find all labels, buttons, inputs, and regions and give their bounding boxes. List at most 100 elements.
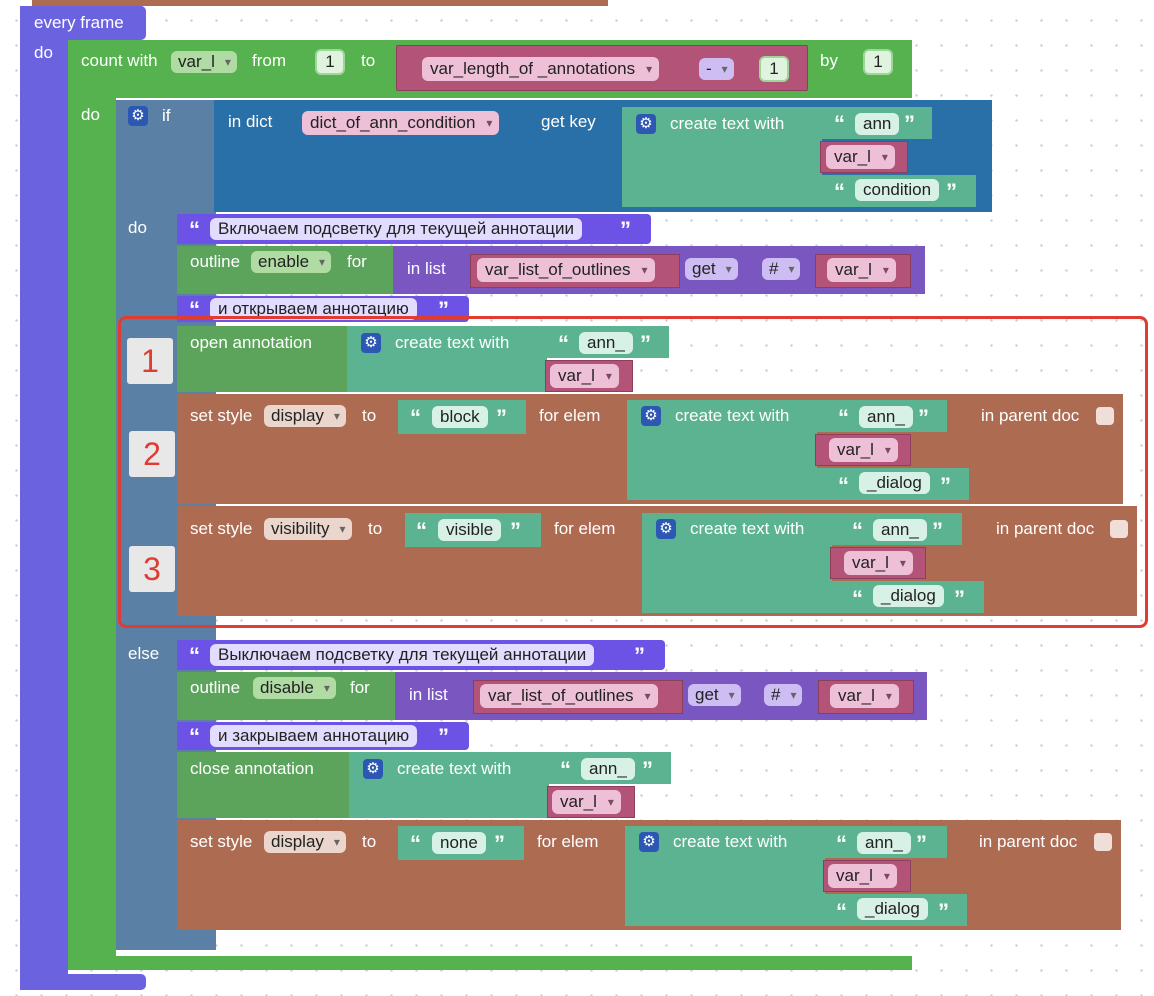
in-parent-doc-checkbox[interactable] (1096, 407, 1114, 425)
open-quote-icon: “ (189, 297, 200, 322)
string-condition[interactable]: condition (855, 179, 940, 201)
to-label: to (362, 406, 377, 425)
for-elem-label: for elem (539, 406, 601, 425)
close-quote-icon: ” (642, 757, 653, 782)
by-label: by (820, 51, 838, 70)
create-text-gear-icon[interactable]: ⚙ (656, 519, 676, 539)
open-quote-icon: “ (852, 586, 863, 611)
create-text-gear-icon[interactable]: ⚙ (636, 114, 656, 134)
list-var-dropdown[interactable]: var_list_of_outlines (477, 258, 655, 282)
string-visible[interactable]: visible (438, 519, 502, 541)
string-ann[interactable]: ann_ (873, 519, 927, 541)
in-parent-doc-label: in parent doc (981, 406, 1080, 425)
create-text-label: create text with (675, 406, 790, 425)
loop-var-dropdown[interactable]: var_l (171, 51, 237, 73)
create-text-label: create text with (397, 759, 512, 778)
open-quote-icon: “ (560, 757, 571, 782)
close-var-dropdown[interactable]: var_l (552, 790, 621, 814)
set-style-label: set style (190, 406, 253, 425)
event-do-label: do (34, 43, 53, 62)
every-frame-bottom (20, 974, 146, 990)
open-quote-icon: “ (189, 217, 200, 242)
dict-var-dropdown[interactable]: dict_of_ann_condition (302, 111, 500, 135)
string-none[interactable]: none (432, 832, 486, 854)
open-quote-icon: “ (852, 518, 863, 543)
key-var-dropdown[interactable]: var_l (826, 145, 895, 169)
open-quote-icon: “ (836, 831, 847, 856)
close-quote-icon: ” (494, 831, 505, 856)
string-ann[interactable]: ann_ (857, 832, 911, 854)
string-dialog[interactable]: _dialog (859, 472, 930, 494)
index-hash-dropdown[interactable]: # (762, 258, 801, 280)
comment-text-open[interactable]: и открываем аннотацию (210, 298, 417, 320)
open-quote-icon: “ (834, 111, 845, 136)
comment-text-enable[interactable]: Включаем подсветку для текущей аннотации (210, 218, 583, 240)
string-ann[interactable]: ann (855, 113, 900, 135)
highlight-frame (118, 316, 1148, 628)
style-display-dropdown[interactable]: display (264, 831, 346, 853)
string-dialog[interactable]: _dialog (873, 585, 944, 607)
style-display-dropdown[interactable]: display (264, 405, 346, 427)
create-text-gear-icon[interactable]: ⚙ (641, 406, 661, 426)
for-elem-label: for elem (554, 519, 616, 538)
open-var-dropdown[interactable]: var_l (550, 364, 619, 388)
in-parent-doc-checkbox[interactable] (1094, 833, 1112, 851)
comment-text-disable[interactable]: Выключаем подсветку для текущей аннотаци… (210, 644, 595, 666)
outline-enable-dropdown[interactable]: enable (251, 251, 332, 273)
create-text-label: create text with (673, 832, 788, 851)
open-quote-icon: “ (416, 518, 427, 543)
close-quote-icon: ” (634, 643, 645, 668)
count-with-spine (68, 40, 116, 970)
close-quote-icon: ” (904, 111, 915, 136)
display-var-dropdown[interactable]: var_l (829, 438, 898, 462)
open-quote-icon: “ (410, 405, 421, 430)
by-number[interactable]: 1 (863, 49, 893, 75)
every-frame-label: every frame (34, 13, 124, 32)
comment-text-close[interactable]: и закрываем аннотацию (210, 725, 418, 747)
every-frame-spine (20, 6, 68, 990)
create-text-gear-icon[interactable]: ⚙ (361, 333, 381, 353)
index-hash-dropdown[interactable]: # (764, 684, 803, 706)
string-ann[interactable]: ann_ (581, 758, 635, 780)
get-key-label: get key (541, 112, 596, 131)
close-quote-icon: ” (954, 586, 965, 611)
from-number[interactable]: 1 (315, 49, 345, 75)
from-label: from (252, 51, 286, 70)
close-annotation-block[interactable] (177, 752, 351, 818)
string-ann[interactable]: ann_ (859, 406, 913, 428)
to-label: to (361, 51, 376, 70)
get-dropdown[interactable]: get (688, 684, 741, 706)
style-visibility-dropdown[interactable]: visibility (264, 518, 352, 540)
visibility-var-dropdown[interactable]: var_l (844, 551, 913, 575)
index-var-dropdown[interactable]: var_l (827, 258, 896, 282)
none-var-dropdown[interactable]: var_l (828, 864, 897, 888)
minus-number[interactable]: 1 (759, 56, 789, 82)
in-parent-doc-checkbox[interactable] (1110, 520, 1128, 538)
string-ann[interactable]: ann_ (579, 332, 633, 354)
index-var-dropdown[interactable]: var_l (830, 684, 899, 708)
open-annotation-block[interactable] (177, 326, 349, 392)
length-var-dropdown[interactable]: var_length_of _annotations (422, 57, 660, 81)
step-marker-2: 2 (129, 431, 175, 477)
in-dict-label: in dict (228, 112, 273, 131)
open-quote-icon: “ (410, 831, 421, 856)
previous-block-stub (32, 0, 608, 6)
create-text-gear-icon[interactable]: ⚙ (363, 759, 383, 779)
string-block[interactable]: block (432, 406, 488, 428)
get-dropdown[interactable]: get (685, 258, 738, 280)
close-quote-icon: ” (940, 473, 951, 498)
outline-disable-dropdown[interactable]: disable (253, 677, 336, 699)
close-quote-icon: ” (438, 724, 449, 749)
close-quote-icon: ” (620, 217, 631, 242)
close-quote-icon: ” (640, 331, 651, 356)
set-style-label: set style (190, 832, 253, 851)
create-text-gear-icon[interactable]: ⚙ (639, 832, 659, 852)
close-annotation-label: close annotation (190, 759, 314, 778)
step-marker-1: 1 (127, 338, 173, 384)
open-quote-icon: “ (834, 179, 845, 204)
list-var-dropdown[interactable]: var_list_of_outlines (480, 684, 658, 708)
minus-operator-dropdown[interactable]: - (699, 58, 734, 80)
if-gear-icon[interactable]: ⚙ (128, 106, 148, 126)
close-quote-icon: ” (916, 831, 927, 856)
string-dialog[interactable]: _dialog (857, 898, 928, 920)
